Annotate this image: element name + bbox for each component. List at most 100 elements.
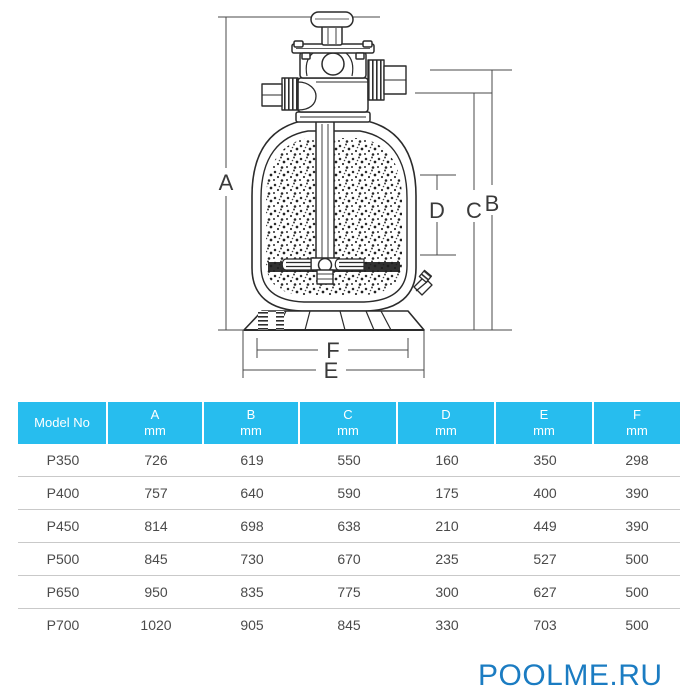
filter-assembly [243, 11, 433, 331]
multiport-valve [261, 11, 407, 113]
dimension-table: Model No A mm B mm C mm D mm E mm [18, 402, 680, 641]
cell-d: 235 [398, 543, 496, 576]
cell-b: 619 [204, 444, 300, 477]
base-stand [243, 310, 425, 331]
handle-stem [321, 25, 343, 46]
cell-f: 390 [594, 510, 680, 543]
column-header-d: D mm [398, 402, 496, 444]
cell-model: P400 [18, 477, 108, 510]
column-header-model-label: Model No [34, 414, 90, 430]
column-header-c-unit: mm [337, 423, 359, 438]
drain-stub [316, 269, 334, 285]
cell-e: 350 [496, 444, 594, 477]
column-header-b: B mm [204, 402, 300, 444]
cell-f: 500 [594, 543, 680, 576]
column-header-b-letter: B [246, 406, 256, 422]
table-row: P500 845 730 670 235 527 500 [18, 543, 680, 576]
lateral-arms-left [281, 258, 312, 271]
dimension-lines [218, 16, 512, 378]
dim-label-c: C [466, 198, 482, 223]
column-header-a: A mm [108, 402, 204, 444]
column-header-model: Model No [18, 402, 108, 444]
cell-b: 905 [240, 617, 264, 633]
site-watermark: POOLME.RU [478, 659, 663, 692]
cell-b: 698 [204, 510, 300, 543]
cell-e: 400 [496, 477, 594, 510]
table-body: P350 726 619 550 160 350 298 P400 757 64… [18, 444, 680, 641]
cell-c: 775 [300, 576, 398, 609]
dim-label-d: D [429, 198, 445, 223]
cell-f: 500 [594, 576, 680, 609]
left-union-nut [281, 77, 299, 111]
cell-a: 757 [108, 477, 204, 510]
cell-f: 390 [594, 477, 680, 510]
cell-a: 814 [108, 510, 204, 543]
table-row: P700 1020 905 845 330 703 500 [18, 609, 680, 641]
cell-c: 590 [300, 477, 398, 510]
cell-e: 627 [496, 576, 594, 609]
table-header-row: Model No A mm B mm C mm D mm E mm [18, 402, 680, 444]
cell-b: 730 [204, 543, 300, 576]
column-header-d-letter: D [441, 406, 451, 422]
cell-d: 330 [435, 617, 459, 633]
cell-model: P350 [18, 444, 108, 477]
cell-model: P700 [46, 617, 80, 633]
dim-label-e: E [324, 358, 339, 383]
column-header-e-letter: E [539, 406, 549, 422]
cell-model: P450 [18, 510, 108, 543]
cell-b: 835 [204, 576, 300, 609]
cell-e: 449 [496, 510, 594, 543]
cover-bolt-left [293, 40, 304, 48]
cell-e: 527 [496, 543, 594, 576]
drain-valve-icon [413, 269, 433, 296]
cell-e: 703 [533, 617, 557, 633]
cell-c: 670 [300, 543, 398, 576]
cover-bolt-right [362, 40, 373, 48]
table-row: P400 757 640 590 175 400 390 [18, 477, 680, 510]
right-union-nut [367, 59, 385, 101]
cell-c: 638 [300, 510, 398, 543]
cell-b: 640 [204, 477, 300, 510]
cell-d: 210 [398, 510, 496, 543]
column-header-d-unit: mm [435, 423, 457, 438]
table-row: P350 726 619 550 160 350 298 [18, 444, 680, 477]
dim-label-f: F [326, 338, 339, 363]
column-header-f: F mm [594, 402, 680, 444]
technical-drawing: A B C D E F [218, 11, 512, 383]
cover-bolt-lower-right [355, 52, 365, 60]
column-header-f-letter: F [633, 406, 641, 422]
table-header: Model No A mm B mm C mm D mm E mm [18, 402, 680, 444]
dim-label-a: A [219, 170, 234, 195]
column-header-f-unit: mm [626, 423, 648, 438]
column-header-e-unit: mm [533, 423, 555, 438]
column-header-a-letter: A [150, 406, 160, 422]
column-header-a-unit: mm [144, 423, 166, 438]
cell-a: 1020 [140, 617, 172, 633]
cell-c: 550 [300, 444, 398, 477]
cell-d: 160 [398, 444, 496, 477]
sand-filter-drawing-svg: A B C D E F [218, 11, 512, 383]
column-header-e: E mm [496, 402, 594, 444]
dim-label-b: B [485, 191, 500, 216]
cell-a: 726 [108, 444, 204, 477]
cell-f: 500 [625, 617, 649, 633]
cell-a: 950 [108, 576, 204, 609]
cell-d: 175 [398, 477, 496, 510]
cell-model: P650 [18, 576, 108, 609]
cell-a: 845 [108, 543, 204, 576]
valve-handle-knob [310, 11, 354, 28]
lateral-arms-right [334, 258, 365, 271]
column-header-c: C mm [300, 402, 398, 444]
table-row: P650 950 835 775 300 627 500 [18, 576, 680, 609]
column-header-b-unit: mm [240, 423, 262, 438]
standpipe [315, 119, 335, 261]
cell-c: 845 [337, 617, 361, 633]
cover-bolt-lower-left [301, 52, 311, 60]
valve-rotor-port [321, 52, 345, 76]
cell-model: P500 [18, 543, 108, 576]
base-skirt-hatch [258, 311, 284, 330]
cell-d: 300 [398, 576, 496, 609]
cell-f: 298 [594, 444, 680, 477]
column-header-c-letter: C [343, 406, 353, 422]
table-row: P450 814 698 638 210 449 390 [18, 510, 680, 543]
